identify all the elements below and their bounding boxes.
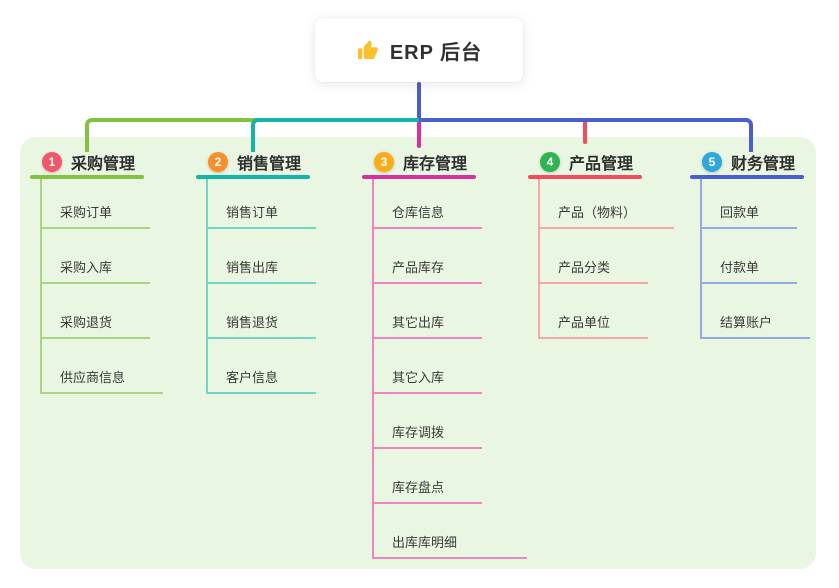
child-node[interactable]: 结算账户 bbox=[702, 284, 811, 339]
thumbs-up-icon bbox=[356, 38, 380, 62]
child-node[interactable]: 其它入库 bbox=[374, 339, 483, 394]
child-label: 产品（物料） bbox=[558, 205, 637, 220]
branch-underline bbox=[528, 175, 642, 179]
child-label: 产品单位 bbox=[558, 315, 611, 330]
child-label: 销售退货 bbox=[226, 315, 279, 330]
branch-label: 产品管理 bbox=[569, 155, 634, 173]
child-node[interactable]: 库存调拨 bbox=[374, 394, 483, 449]
child-node[interactable]: 付款单 bbox=[702, 229, 798, 284]
branch-1: 1 采购管理 采购订单 采购入库 采购退货 供应商信息 bbox=[30, 148, 164, 394]
branch-3: 3 库存管理 仓库信息 产品库存 其它出库 其它入库 库存调拨 库存盘点 出库库… bbox=[362, 148, 528, 559]
branch-underline bbox=[362, 175, 476, 179]
child-label: 销售出库 bbox=[226, 260, 279, 275]
child-node[interactable]: 其它出库 bbox=[374, 284, 483, 339]
child-label: 出库库明细 bbox=[392, 535, 458, 550]
connector-branch-5 bbox=[419, 118, 753, 152]
branch-children: 销售订单 销售出库 销售退货 客户信息 bbox=[206, 179, 317, 394]
branch-label: 财务管理 bbox=[731, 155, 796, 173]
child-label: 回款单 bbox=[720, 205, 760, 220]
child-label: 产品分类 bbox=[558, 260, 611, 275]
child-node[interactable]: 库存盘点 bbox=[374, 449, 483, 504]
child-label: 采购订单 bbox=[60, 205, 113, 220]
child-node[interactable]: 产品分类 bbox=[540, 229, 649, 284]
child-node[interactable]: 销售订单 bbox=[208, 179, 317, 229]
child-node[interactable]: 客户信息 bbox=[208, 339, 317, 394]
child-node[interactable]: 出库库明细 bbox=[374, 504, 528, 559]
branch-number-badge: 2 bbox=[208, 151, 228, 172]
branch-2: 2 销售管理 销售订单 销售出库 销售退货 客户信息 bbox=[196, 148, 317, 394]
child-label: 结算账户 bbox=[720, 315, 773, 330]
connector-branch-2 bbox=[251, 118, 425, 152]
child-node[interactable]: 回款单 bbox=[702, 179, 798, 229]
child-label: 仓库信息 bbox=[392, 205, 445, 220]
child-node[interactable]: 供应商信息 bbox=[42, 339, 164, 394]
connector-branch-4 bbox=[583, 120, 587, 144]
child-label: 产品库存 bbox=[392, 260, 445, 275]
root-title: ERP 后台 bbox=[389, 41, 483, 64]
connector-root bbox=[417, 82, 421, 120]
branch-title[interactable]: 4 产品管理 bbox=[528, 148, 674, 175]
branch-children: 回款单 付款单 结算账户 bbox=[700, 179, 811, 339]
child-label: 其它入库 bbox=[392, 370, 445, 385]
child-node[interactable]: 仓库信息 bbox=[374, 179, 483, 229]
branch-children: 仓库信息 产品库存 其它出库 其它入库 库存调拨 库存盘点 出库库明细 bbox=[372, 179, 528, 559]
child-label: 客户信息 bbox=[226, 370, 279, 385]
branch-underline bbox=[30, 175, 144, 179]
connector-branch-3 bbox=[417, 122, 421, 148]
branch-number-badge: 5 bbox=[702, 151, 722, 172]
branch-underline bbox=[196, 175, 310, 179]
branch-number-badge: 1 bbox=[42, 151, 62, 172]
child-label: 采购入库 bbox=[60, 260, 113, 275]
branch-children: 采购订单 采购入库 采购退货 供应商信息 bbox=[40, 179, 164, 394]
child-label: 库存盘点 bbox=[392, 480, 445, 495]
branch-underline bbox=[690, 175, 804, 179]
branch-label: 采购管理 bbox=[71, 155, 136, 173]
child-node[interactable]: 采购退货 bbox=[42, 284, 151, 339]
child-node[interactable]: 产品库存 bbox=[374, 229, 483, 284]
child-label: 库存调拨 bbox=[392, 425, 445, 440]
child-node[interactable]: 销售出库 bbox=[208, 229, 317, 284]
child-node[interactable]: 产品（物料） bbox=[540, 179, 675, 229]
branch-title[interactable]: 5 财务管理 bbox=[690, 148, 810, 175]
child-node[interactable]: 采购入库 bbox=[42, 229, 151, 284]
branches-panel bbox=[20, 137, 816, 569]
branch-5: 5 财务管理 回款单 付款单 结算账户 bbox=[690, 148, 811, 339]
child-label: 其它出库 bbox=[392, 315, 445, 330]
branch-title[interactable]: 2 销售管理 bbox=[196, 148, 316, 175]
child-label: 付款单 bbox=[720, 260, 760, 275]
branch-label: 销售管理 bbox=[237, 155, 302, 173]
child-label: 供应商信息 bbox=[60, 370, 126, 385]
child-node[interactable]: 采购订单 bbox=[42, 179, 151, 229]
child-node[interactable]: 销售退货 bbox=[208, 284, 317, 339]
child-label: 销售订单 bbox=[226, 205, 279, 220]
branch-4: 4 产品管理 产品（物料） 产品分类 产品单位 bbox=[528, 148, 675, 339]
child-node[interactable]: 产品单位 bbox=[540, 284, 649, 339]
branch-number-badge: 4 bbox=[540, 151, 560, 172]
branch-children: 产品（物料） 产品分类 产品单位 bbox=[538, 179, 675, 339]
branch-label: 库存管理 bbox=[403, 155, 468, 173]
branch-number-badge: 3 bbox=[374, 151, 394, 172]
root-node[interactable]: ERP 后台 bbox=[315, 18, 523, 82]
branch-title[interactable]: 3 库存管理 bbox=[362, 148, 527, 175]
branch-title[interactable]: 1 采购管理 bbox=[30, 148, 163, 175]
child-label: 采购退货 bbox=[60, 315, 113, 330]
